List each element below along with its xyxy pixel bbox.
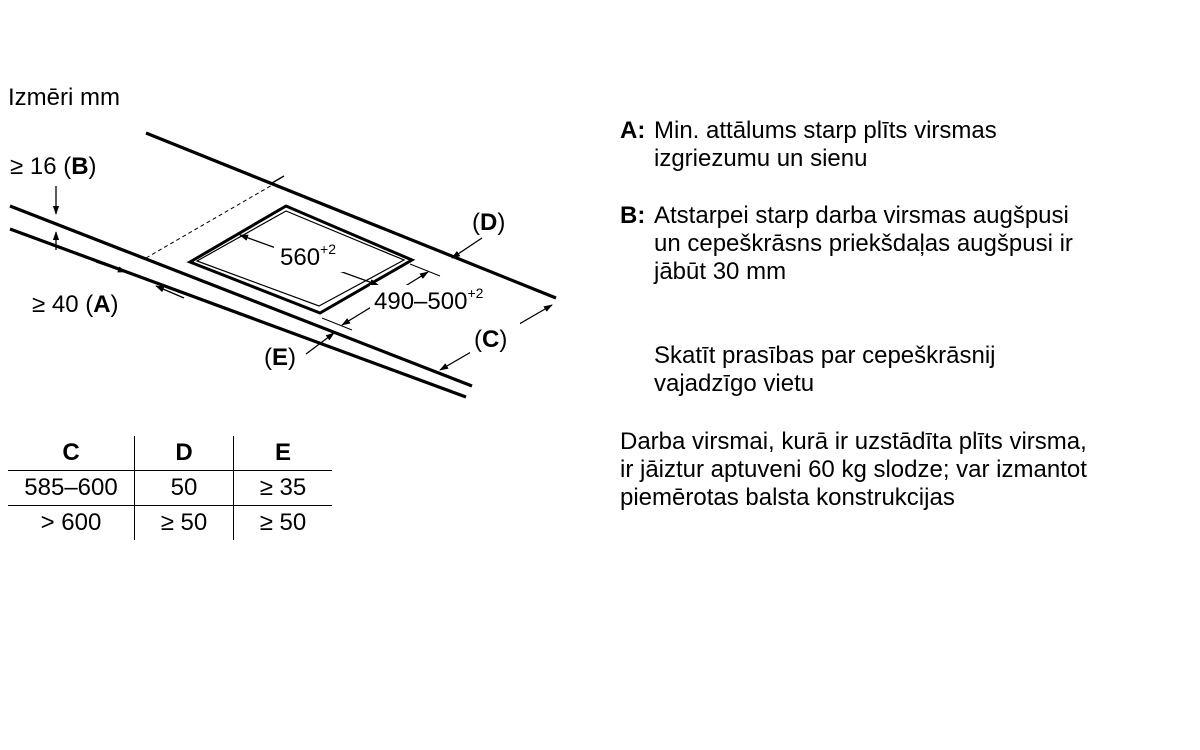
table-row: > 600 ≥ 50 ≥ 50 xyxy=(8,505,332,540)
diagram-title: Izmēri mm xyxy=(8,84,120,111)
cutout-outer xyxy=(186,204,416,315)
note-see-oven: Skatīt prasības par cepeškrāsnij vajadzī… xyxy=(620,342,996,398)
dim-e-label: (E) xyxy=(264,344,296,371)
dimensions-table: C D E 585–600 50 ≥ 35 > 600 ≥ 50 ≥ 50 xyxy=(8,436,332,540)
table-cell: 50 xyxy=(134,470,234,506)
note-load: Darba virsmai, kurā ir uzstādīta plīts v… xyxy=(620,428,1087,512)
note-b-key: B: xyxy=(620,202,646,229)
table-header-c: C xyxy=(8,436,135,471)
dim-a-label: ≥ 40 (A) xyxy=(32,291,119,318)
dim-depth-label: 490–500+2 xyxy=(374,285,484,315)
note-b: B: Atstarpei starp darba virsmas augšpus… xyxy=(620,202,1073,286)
worktop-back-edge xyxy=(145,131,557,300)
table-cell: ≥ 35 xyxy=(233,470,332,506)
dim-a-arrow-left xyxy=(95,261,127,273)
worktop-front-edge-bottom xyxy=(9,227,467,399)
dim-a-arrow-right xyxy=(155,285,185,299)
wall-reference-dashed-end xyxy=(271,175,285,184)
dim-depth-ext-1 xyxy=(409,263,441,277)
note-b-line: Atstarpei starp darba virsmas augšpusi xyxy=(654,202,1069,229)
table-cell: 585–600 xyxy=(8,470,135,506)
dim-e-arrow xyxy=(305,332,335,355)
note-a-line: Min. attālums starp plīts virsmas xyxy=(654,117,997,144)
note-see-line: Skatīt prasības par cepeškrāsnij xyxy=(654,342,996,369)
cutout-inner xyxy=(195,210,406,307)
note-see-line: vajadzīgo vietu xyxy=(654,370,815,397)
table-cell: ≥ 50 xyxy=(233,505,332,540)
note-load-line: Darba virsmai, kurā ir uzstādīta plīts v… xyxy=(620,428,1087,455)
wall-reference-dashed xyxy=(145,183,275,259)
note-a: A: Min. attālums starp plīts virsmas izg… xyxy=(620,117,997,173)
table-row: 585–600 50 ≥ 35 xyxy=(8,470,332,506)
table-cell: ≥ 50 xyxy=(134,505,234,540)
table-header-d: D xyxy=(134,436,234,471)
note-a-line: izgriezumu un sienu xyxy=(654,145,868,172)
note-a-key: A: xyxy=(620,117,646,144)
dim-width-label: 560+2 xyxy=(280,241,336,271)
dim-b-label: ≥ 16 (B) xyxy=(10,153,97,180)
note-load-line: piemērotas balsta konstrukcijas xyxy=(620,484,955,511)
dim-depth-ext-2 xyxy=(321,317,353,331)
worktop-front-edge-top xyxy=(9,204,473,388)
dim-c-label: (C) xyxy=(474,326,507,353)
table-cell: > 600 xyxy=(8,505,135,540)
dim-d-arrow xyxy=(451,237,483,259)
dim-d-label: (D) xyxy=(472,209,505,236)
table-header-row: C D E xyxy=(8,436,332,471)
installation-diagram: Izmēri mm 560+2 490–500+2 ≥ 16 (B) ≥ 40 … xyxy=(8,84,557,399)
note-b-line: jābūt 30 mm xyxy=(654,258,787,285)
note-load-line: ir jāiztur aptuveni 60 kg slodze; var iz… xyxy=(620,456,1087,483)
table-header-e: E xyxy=(274,439,291,466)
note-b-line: un cepeškrāsns priekšdaļas augšpusi ir xyxy=(654,230,1073,257)
